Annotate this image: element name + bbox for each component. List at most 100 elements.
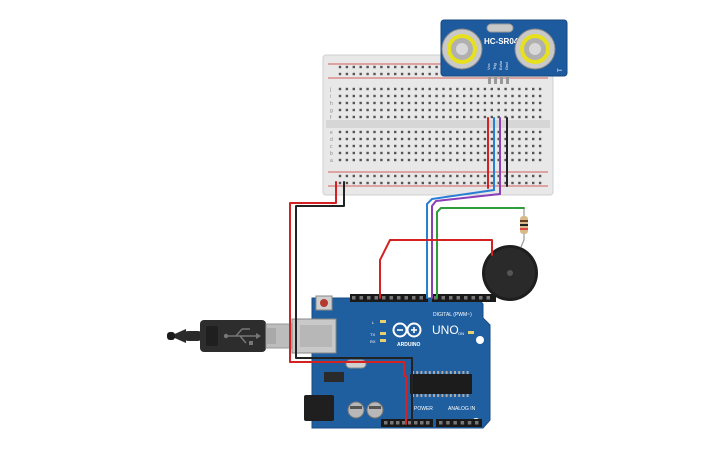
digital-pin[interactable] — [434, 296, 438, 300]
bb-hole — [338, 144, 342, 148]
bb-hole — [380, 108, 383, 112]
bb-hole — [352, 101, 355, 105]
bb-hole — [400, 65, 404, 69]
bb-hole — [352, 174, 355, 178]
ultrasonic-sensor[interactable]: HC-SR04 T Vcc Trig Echo Gnd — [440, 19, 568, 84]
chip-leg — [437, 371, 440, 374]
digital-pin[interactable] — [412, 296, 416, 300]
power-pin[interactable] — [408, 421, 412, 425]
power-pin[interactable] — [402, 421, 406, 425]
digital-pin[interactable] — [367, 296, 371, 300]
digital-header-pins[interactable] — [352, 296, 490, 300]
power-pin[interactable] — [396, 421, 400, 425]
analog-pin[interactable] — [467, 421, 472, 425]
bb-hole — [400, 137, 404, 141]
digital-pin[interactable] — [374, 296, 379, 300]
bb-hole — [359, 181, 362, 185]
power-pin[interactable] — [426, 421, 430, 425]
digital-pin[interactable] — [441, 296, 446, 300]
bb-hole — [469, 115, 473, 119]
bb-hole — [442, 181, 445, 185]
bb-hole — [400, 181, 404, 185]
bb-hole — [373, 151, 376, 155]
analog-pin[interactable] — [446, 421, 450, 425]
bb-hole — [483, 158, 487, 162]
bb-hole — [456, 108, 459, 112]
digital-pin[interactable] — [456, 296, 461, 300]
bb-hole — [504, 108, 507, 112]
bb-hole — [414, 137, 418, 141]
sensor-pin-gnd: Gnd — [504, 62, 509, 70]
bb-hole — [366, 137, 369, 141]
bb-hole — [497, 151, 500, 155]
bb-hole — [532, 108, 535, 112]
digital-pin[interactable] — [479, 296, 483, 300]
bb-hole — [449, 158, 452, 162]
digital-pin[interactable] — [397, 296, 401, 300]
bb-hole — [456, 94, 459, 98]
bb-hole — [373, 94, 376, 98]
bb-hole — [463, 108, 466, 112]
bb-hole — [428, 87, 431, 91]
analog-pin[interactable] — [475, 421, 479, 425]
bb-hole — [380, 94, 383, 98]
digital-pin[interactable] — [359, 296, 364, 300]
bb-hole — [469, 94, 473, 98]
sensor-model-label: HC-SR04 — [484, 37, 519, 46]
bb-hole — [511, 181, 514, 185]
digital-pin[interactable] — [382, 296, 386, 300]
bb-hole — [394, 158, 397, 162]
breadboard[interactable]: j i h g f e d c b a — [322, 54, 554, 196]
bb-hole — [414, 144, 418, 148]
power-pin[interactable] — [414, 421, 418, 425]
digital-pin[interactable] — [486, 296, 491, 300]
bb-hole — [407, 65, 411, 69]
bb-hole — [366, 130, 369, 134]
digital-pin[interactable] — [352, 296, 356, 300]
bb-hole — [483, 137, 487, 141]
bb-hole — [387, 158, 390, 162]
svg-text:e: e — [330, 130, 333, 136]
chip-leg — [424, 371, 427, 374]
bb-hole — [387, 65, 390, 69]
bb-hole — [407, 174, 411, 178]
bb-hole — [345, 181, 349, 185]
svg-text:c: c — [330, 144, 333, 150]
bb-hole — [490, 115, 493, 119]
bb-hole — [469, 181, 473, 185]
svg-text:g: g — [330, 108, 333, 114]
svg-text:b: b — [330, 151, 333, 157]
bb-hole — [435, 94, 438, 98]
resistor[interactable] — [520, 208, 528, 240]
bb-hole — [345, 87, 349, 91]
sensor-pin-echo: Echo — [498, 60, 503, 70]
bb-hole — [373, 144, 376, 148]
bb-hole — [518, 87, 521, 91]
power-header-pins[interactable] — [384, 421, 479, 425]
analog-pin[interactable] — [453, 421, 457, 425]
bb-hole — [497, 101, 500, 105]
digital-pin[interactable] — [449, 296, 453, 300]
digital-pin[interactable] — [419, 296, 424, 300]
analog-pin[interactable] — [460, 421, 465, 425]
digital-pin[interactable] — [471, 296, 476, 300]
power-pin[interactable] — [384, 421, 388, 425]
bb-hole — [435, 158, 438, 162]
chip-leg — [458, 394, 461, 397]
usb-cable[interactable] — [167, 320, 311, 352]
bb-hole — [442, 101, 445, 105]
bb-hole — [387, 174, 390, 178]
bb-hole — [428, 115, 431, 119]
bb-hole — [366, 72, 369, 76]
power-pin[interactable] — [390, 421, 394, 425]
digital-pin[interactable] — [389, 296, 394, 300]
chip-leg — [462, 394, 465, 397]
piezo-buzzer[interactable] — [482, 245, 538, 301]
digital-pin[interactable] — [404, 296, 409, 300]
digital-pin[interactable] — [464, 296, 468, 300]
power-pin[interactable] — [420, 421, 424, 425]
bb-hole — [359, 108, 362, 112]
bb-hole — [532, 115, 535, 119]
analog-pin[interactable] — [439, 421, 443, 425]
bb-hole — [504, 174, 507, 178]
